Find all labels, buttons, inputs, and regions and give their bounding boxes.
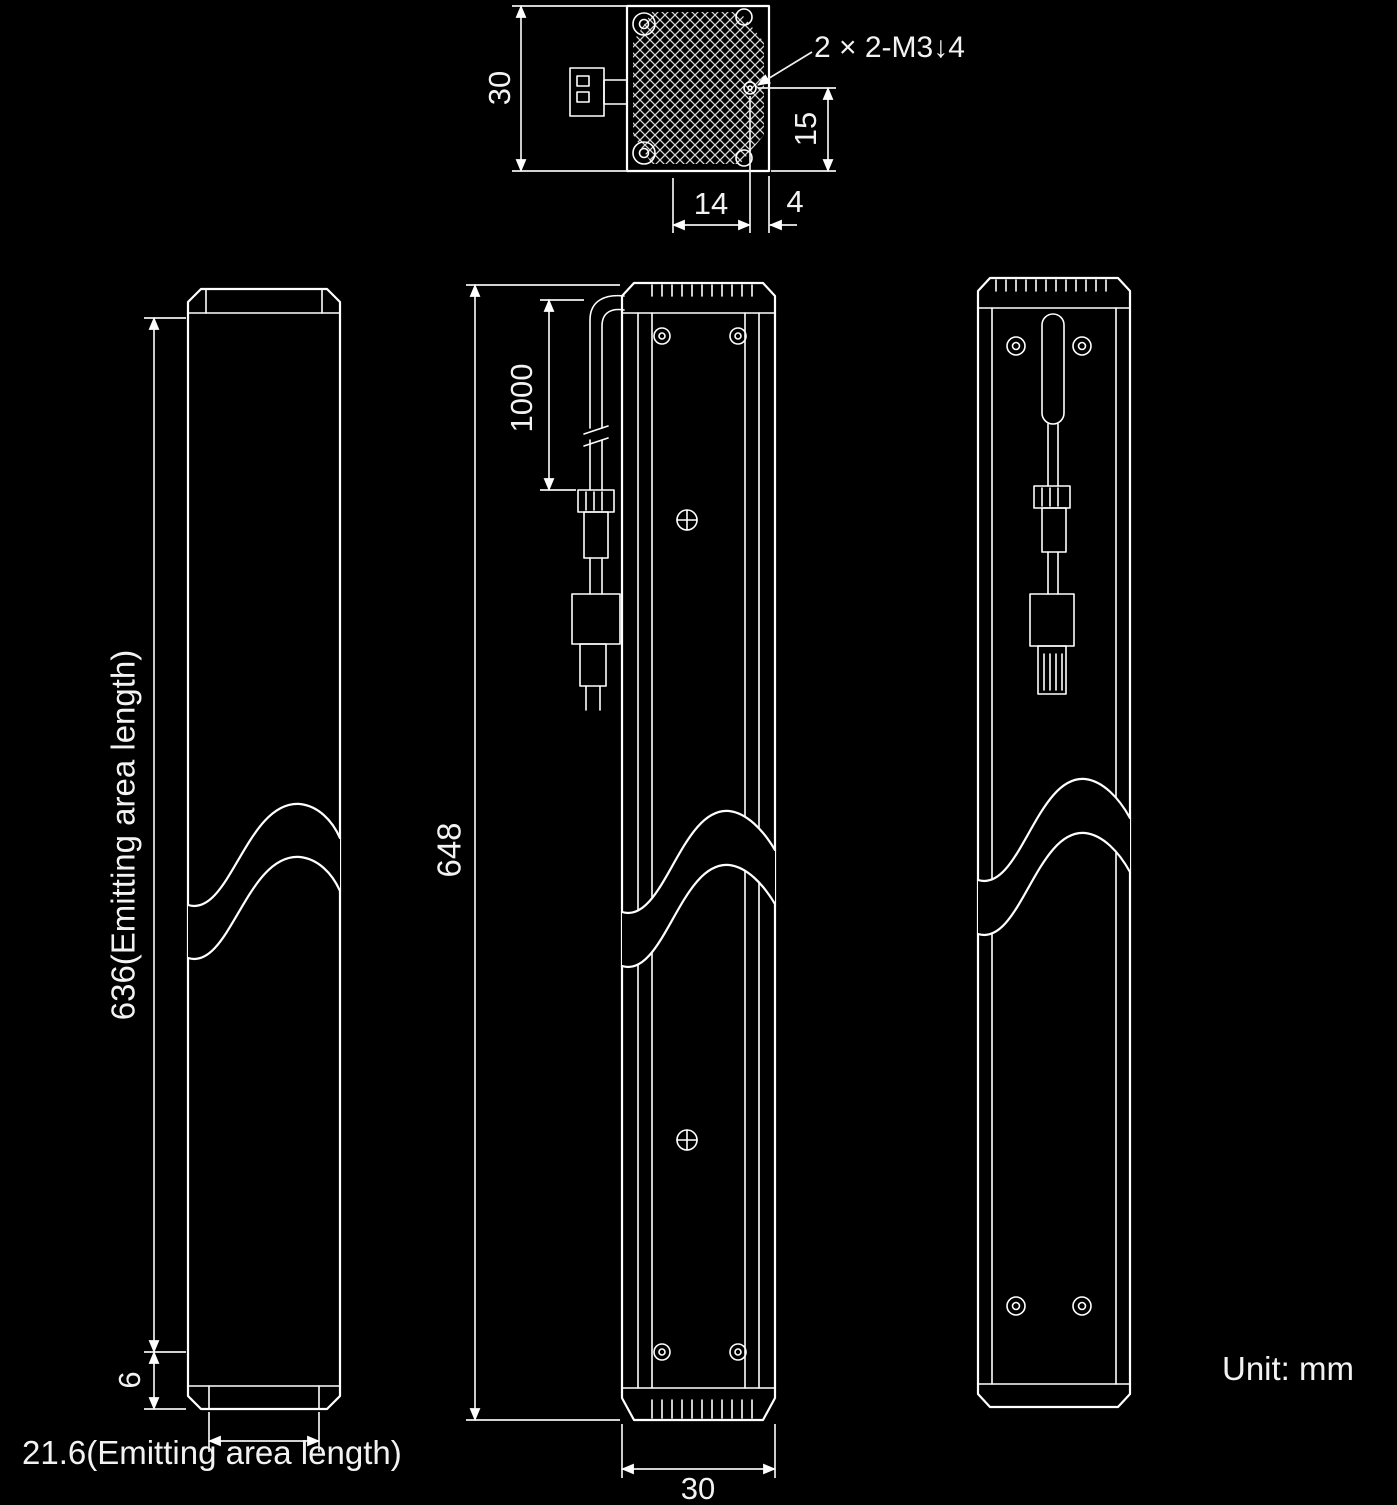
dimension-width-30: 30 [620, 1424, 777, 1505]
dim-hole-to-edge: 4 [786, 184, 803, 219]
dim-total-length: 648 [431, 822, 468, 877]
dim-hole-spacing: 14 [694, 186, 728, 221]
dim-top-height: 30 [482, 71, 517, 105]
break-line [620, 863, 777, 969]
thread-callout-label: 2 × 2-M3↓4 [814, 31, 965, 64]
rear-cable-gland [1029, 313, 1075, 695]
screw-holes [1006, 336, 1092, 1316]
side-top-cap [620, 281, 777, 315]
cap-ribs [995, 279, 1107, 292]
cable-assembly [571, 294, 625, 711]
dim-hole-to-bottom: 15 [788, 112, 823, 146]
dimension-total-648: 648 [431, 283, 620, 1422]
top-view: 30 2 × 2-M3↓4 15 14 4 [482, 4, 965, 233]
fasteners [653, 327, 747, 1361]
unit-note: Unit: mm [1222, 1350, 1354, 1387]
extrusion-grooves [637, 312, 760, 1389]
connector-pins [1043, 653, 1063, 691]
break-line [976, 777, 1132, 883]
break-line [976, 831, 1132, 937]
heatsink-fins [633, 12, 764, 164]
rear-view [976, 276, 1132, 1409]
side-bottom-cap [620, 1386, 777, 1422]
dim-cable-length: 1000 [504, 364, 539, 433]
break-band [622, 810, 775, 968]
side-view: 1000 648 30 [431, 281, 777, 1505]
dimension-emitting-width: 21.6(Emitting area length) [22, 1412, 402, 1471]
dimension-emitting-length: 636(Emitting area length) [105, 316, 186, 1354]
front-top-cap [186, 287, 342, 315]
rear-top-cap [976, 276, 1132, 310]
dimension-end-margin-6: 6 [112, 1350, 186, 1411]
rear-bottom-cap [976, 1382, 1132, 1409]
dim-end-margin: 6 [112, 1371, 147, 1388]
front-view: 636(Emitting area length) 6 21.6(Emittin… [22, 287, 402, 1471]
cable-connector [571, 489, 621, 711]
dimension-height-30: 30 [482, 4, 627, 173]
break-band [978, 778, 1130, 936]
side-connector [569, 67, 628, 117]
break-band [188, 803, 340, 960]
cap-ribs [651, 284, 753, 297]
front-bottom-cap [186, 1384, 342, 1411]
break-line [186, 855, 342, 961]
dim-emitting-width: 21.6(Emitting area length) [22, 1434, 402, 1471]
dim-emitting-length: 636(Emitting area length) [105, 650, 142, 1021]
break-line [186, 802, 342, 908]
cable-break-mark [583, 425, 609, 447]
thread-callout: 2 × 2-M3↓4 [757, 31, 965, 86]
dimension-cable-1000: 1000 [504, 298, 584, 492]
cap-ribs [651, 1399, 753, 1419]
break-line [620, 809, 777, 915]
dimension-hole-to-bottom-15: 15 [758, 86, 836, 173]
mounting-holes [632, 8, 757, 167]
dimension-hole-spacing-14-4: 14 4 [671, 96, 804, 233]
dim-width: 30 [681, 1471, 715, 1505]
